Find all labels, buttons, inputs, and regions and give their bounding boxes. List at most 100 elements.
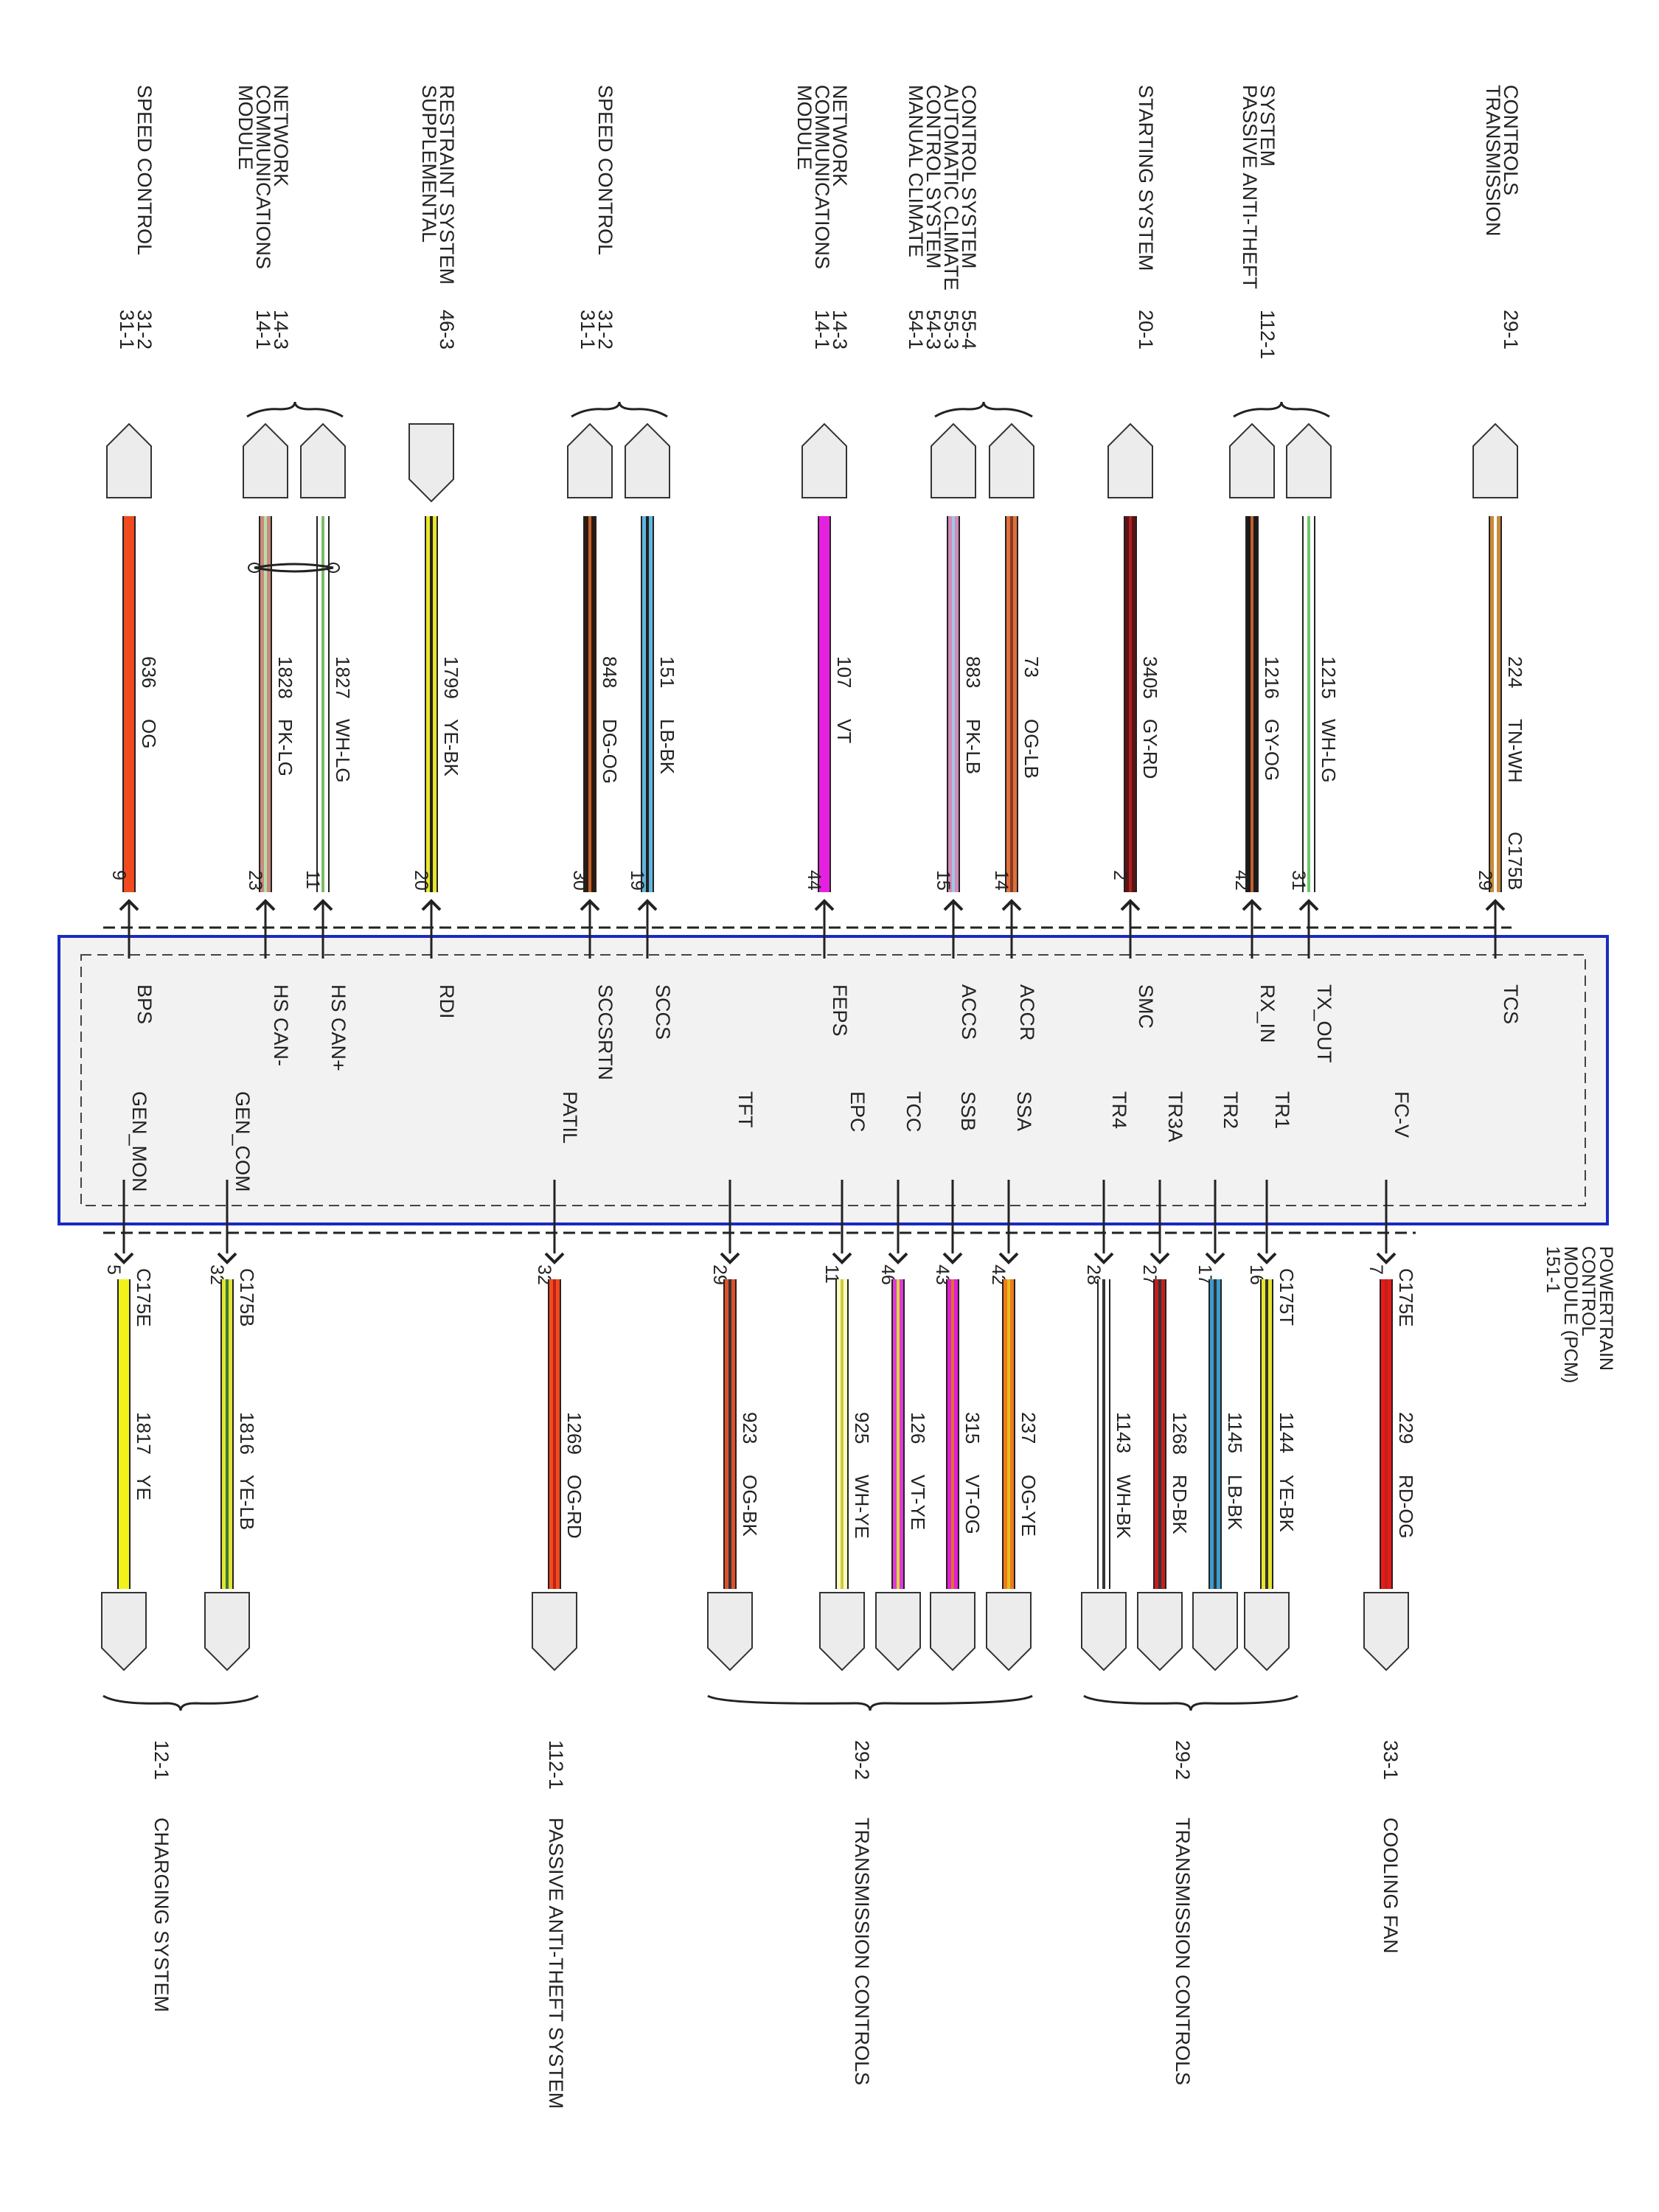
wire <box>117 1279 131 1589</box>
wire <box>1380 1279 1393 1589</box>
pcm-pin-signal: PATIL <box>559 1091 581 1144</box>
destination-label: COOLING FAN <box>1380 1818 1402 1954</box>
wire-number: 229 <box>1395 1412 1417 1444</box>
wire <box>1097 1279 1110 1589</box>
destination-label: STARTING SYSTEM <box>1135 85 1157 271</box>
reference-number: 29-2 <box>851 1740 873 1780</box>
wire-color-code: VT <box>833 719 855 743</box>
wire-arrow <box>544 1252 565 1265</box>
pcm-pin-signal: TR1 <box>1271 1091 1293 1129</box>
wire-arrow <box>1256 1252 1277 1265</box>
wire-number: 883 <box>962 656 984 688</box>
wire <box>1245 516 1259 892</box>
destination-label: CHARGING SYSTEM <box>150 1818 173 2012</box>
reference-number: 20-1 <box>1135 310 1157 349</box>
wire-color-code: WH-LG <box>1318 719 1340 783</box>
wire-color-code: RD-BK <box>1169 1475 1191 1535</box>
wire-color-code: DG-OG <box>599 719 621 784</box>
pcm-pin-signal: ACCR <box>1016 984 1038 1041</box>
reference-number: 31-2 <box>594 310 616 349</box>
connector-terminal <box>408 423 454 503</box>
reference-number: 112-1 <box>545 1740 567 1790</box>
wire-color-code: OG-LB <box>1020 719 1043 779</box>
wire <box>425 516 438 892</box>
connector-terminal <box>1363 1592 1409 1672</box>
pin-number: 20 <box>411 870 431 891</box>
wire-color-code: YE <box>133 1475 155 1500</box>
reference-number: 14-1 <box>252 310 274 349</box>
pin-number: 11 <box>302 870 323 889</box>
wire-number: 237 <box>1018 1412 1040 1444</box>
wire-arrow <box>720 1252 740 1265</box>
connector-terminal <box>1107 422 1153 498</box>
wire-color-code: OG-RD <box>563 1475 585 1539</box>
connector-terminal <box>1229 422 1275 498</box>
pin-number: 44 <box>804 870 824 891</box>
group-brace <box>102 1694 259 1711</box>
connector-terminal <box>106 422 152 498</box>
destination-label: SPEED CONTROL <box>133 85 156 255</box>
wire <box>835 1279 849 1589</box>
destination-label: CONTROL SYSTEM <box>922 85 945 269</box>
pin-number: 9 <box>108 870 129 880</box>
destination-label: NETWORK <box>270 85 292 187</box>
top-circuit: MODULECOMMUNICATIONSNETWORK14-114-3107VT… <box>793 85 855 1037</box>
wire <box>220 1279 234 1589</box>
connector-terminal <box>875 1592 921 1672</box>
pcm-module-ref: 151-1 <box>1543 1246 1563 1293</box>
group-brace <box>1233 401 1330 418</box>
reference-number: 33-1 <box>1380 1740 1402 1780</box>
reference-number: 14-1 <box>811 310 833 349</box>
connector-terminal <box>1244 1592 1290 1672</box>
destination-label: RESTRAINT SYSTEM <box>436 85 458 285</box>
pcm-module-name: POWERTRAIN <box>1596 1246 1616 1371</box>
wire <box>122 516 136 892</box>
connector-terminal <box>707 1592 753 1672</box>
reference-number: 46-3 <box>436 310 458 349</box>
wire-color-code: WH-YE <box>851 1475 873 1539</box>
wire-number: 1145 <box>1224 1412 1246 1453</box>
reference-number: 31-2 <box>133 310 156 349</box>
wire-color-code: GY-OG <box>1261 719 1283 781</box>
pcm-pin-signal: TCS <box>1500 984 1522 1024</box>
wire <box>1153 1279 1166 1589</box>
group-brace <box>934 401 1033 418</box>
connector-terminal <box>243 422 288 498</box>
connector-id: C175B <box>236 1268 258 1327</box>
twist-end <box>248 563 261 573</box>
wire-number: 925 <box>851 1412 873 1444</box>
pcm-pin-signal: SCCS <box>652 984 674 1040</box>
wire-color-code: TN-WH <box>1504 719 1526 783</box>
reference-number: 14-3 <box>270 310 292 349</box>
wire-color-code: WH-LG <box>332 719 354 783</box>
wire <box>1124 516 1137 892</box>
connector-terminal <box>931 422 976 498</box>
wire-number: 1215 <box>1318 656 1340 699</box>
pin-number: 23 <box>245 870 265 891</box>
connector-terminal <box>567 422 613 498</box>
pcm-pin-signal: TCC <box>902 1091 925 1133</box>
connector-terminal <box>819 1592 865 1672</box>
destination-label: PASSIVE ANTI-THEFT SYSTEM <box>545 1818 567 2109</box>
wire <box>548 1279 561 1589</box>
pin-number: 29 <box>1475 870 1495 891</box>
wire <box>818 516 831 892</box>
wire-number: 848 <box>599 656 621 688</box>
wire-number: 73 <box>1020 656 1043 678</box>
top-circuit: PASSIVE ANTI-THEFTSYSTEM112-11216GY-OG42… <box>1229 85 1283 1043</box>
pcm-pin-signal: TFT <box>734 1091 757 1127</box>
pcm-pin-signal: RX_IN <box>1256 984 1279 1043</box>
wire-color-code: YE-BK <box>1276 1475 1298 1533</box>
group-brace <box>707 1694 1033 1711</box>
connector-id: C175B <box>1504 832 1526 891</box>
wire <box>1002 1279 1015 1589</box>
destination-label: CONTROL SYSTEM <box>958 85 980 269</box>
wire-color-code: RD-OG <box>1395 1475 1417 1539</box>
connector-terminal <box>801 422 847 498</box>
destination-label: COMMUNICATIONS <box>252 85 274 269</box>
